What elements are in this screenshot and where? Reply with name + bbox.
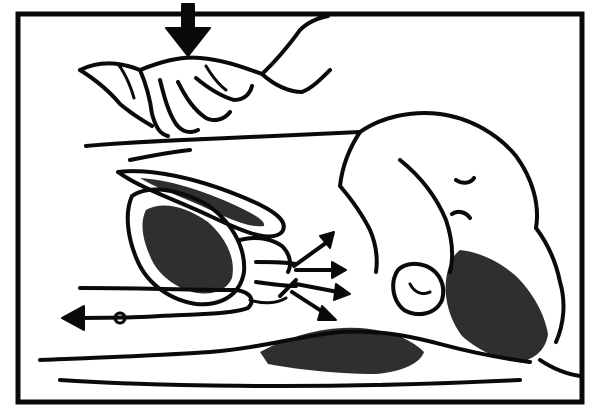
figure-canvas: [0, 0, 595, 412]
cpr-chest-compression-illustration: [0, 0, 595, 412]
